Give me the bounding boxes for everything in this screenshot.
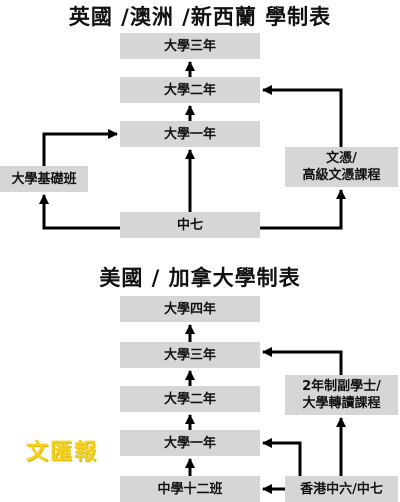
uk-uni-year2-box: 大學二年 bbox=[120, 77, 260, 103]
uk-uni-year3-box: 大學三年 bbox=[120, 33, 260, 59]
uk-uni-year1-box: 大學一年 bbox=[120, 121, 260, 147]
uk-system-title: 英國 /澳洲 /新西蘭 學制表 bbox=[68, 5, 332, 29]
uk-foundation-box: 大學基礎班 bbox=[0, 166, 88, 192]
uk-arrow-foundation-to-uni1 bbox=[42, 129, 118, 166]
us-hk-form6-7-box: 香港中六/中七 bbox=[285, 476, 398, 502]
uk-diploma-label-line2: 高級文憑課程 bbox=[302, 168, 381, 183]
us-grade12-box: 中學十二班 bbox=[120, 476, 260, 502]
us-arrow-hk-to-uni1 bbox=[262, 438, 302, 476]
uk-form7-box: 中七 bbox=[120, 212, 260, 238]
uk-diploma-box: 文憑/ 高級文憑課程 bbox=[285, 147, 398, 187]
uk-arrow-f7-to-diploma bbox=[260, 189, 346, 230]
us-associate-label-line1: 2年制副學士/ bbox=[302, 379, 381, 394]
us-arrow-associate-to-uni3 bbox=[262, 347, 343, 375]
wen-wei-po-logo: 文匯報 bbox=[26, 439, 99, 465]
us-associate-degree-box: 2年制副學士/ 大學轉讀課程 bbox=[285, 375, 398, 415]
us-uni-year1-box: 大學一年 bbox=[120, 430, 260, 456]
us-uni-year4-box: 大學四年 bbox=[120, 296, 260, 322]
us-system-title: 美國 / 加拿大學制表 bbox=[99, 266, 301, 290]
us-associate-label-line2: 大學轉讀課程 bbox=[302, 396, 381, 411]
uk-arrow-f7-to-foundation bbox=[39, 194, 120, 230]
us-uni-year2-box: 大學二年 bbox=[120, 386, 260, 412]
uk-diploma-label-line1: 文憑/ bbox=[326, 151, 357, 166]
uk-arrow-diploma-to-uni2 bbox=[262, 85, 343, 147]
us-uni-year3-box: 大學三年 bbox=[120, 342, 260, 368]
